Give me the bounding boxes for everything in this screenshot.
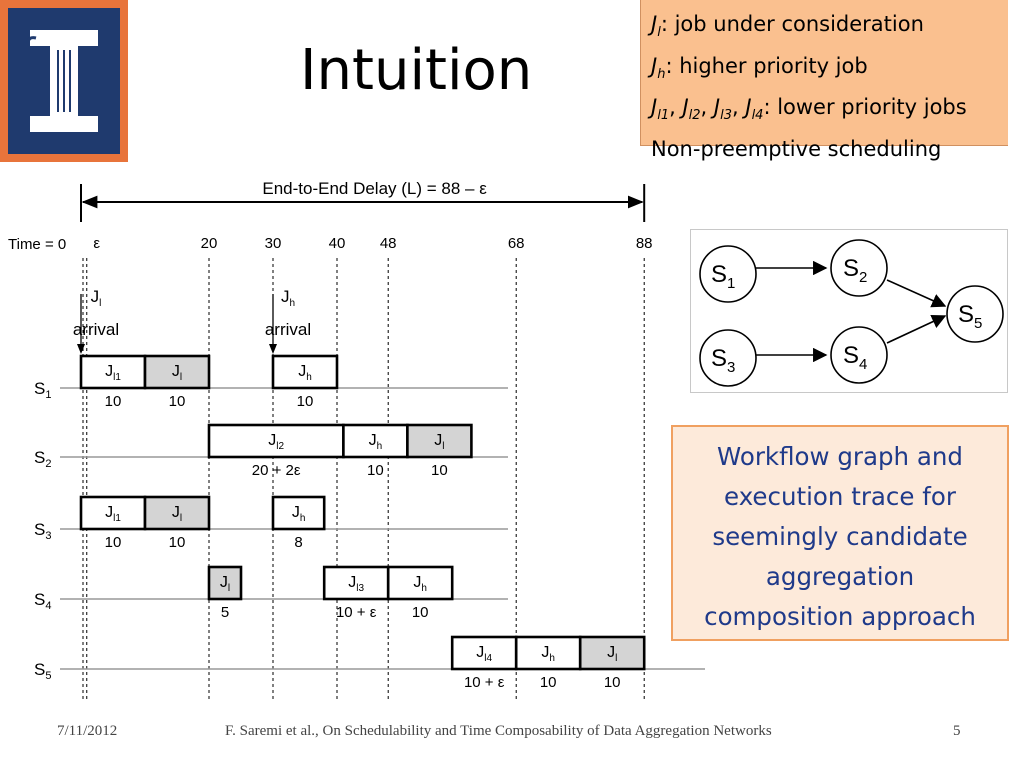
job-box xyxy=(271,495,326,531)
edge-s4-s5 xyxy=(886,314,947,344)
job-label: Jl2 xyxy=(268,432,284,452)
job-label: Jl xyxy=(172,504,182,524)
caption-line: composition approach xyxy=(704,602,976,631)
job-box xyxy=(207,565,243,601)
page-number: 5 xyxy=(953,723,961,739)
job-duration: 20 + 2ε xyxy=(252,462,301,479)
job-label: Jl xyxy=(220,574,230,594)
time-origin-label: Time = 0 xyxy=(8,236,66,253)
node-s1: S1 xyxy=(699,245,757,303)
svg-text:S3: S3 xyxy=(711,345,735,376)
arrival-word: arrival xyxy=(73,320,119,339)
university-logo xyxy=(0,0,128,162)
legend-line-scheduling: Non-preemptive scheduling xyxy=(651,137,942,162)
notation-legend: Jl: job under consideration Jh: higher p… xyxy=(640,0,1008,161)
job-duration: 10 + ε xyxy=(464,674,505,691)
job-duration: 10 xyxy=(169,534,186,551)
workflow-graph: S1 S2 S3 S4 S5 xyxy=(690,229,1008,393)
job-duration: 10 xyxy=(540,674,557,691)
job-label: Jh xyxy=(369,432,383,452)
job-duration: 10 + ε xyxy=(336,604,377,621)
arrival-job-label: Jl xyxy=(91,287,102,309)
job-duration: 10 xyxy=(169,393,186,410)
job-label: Jl xyxy=(434,432,444,452)
job-box xyxy=(79,495,147,531)
row-label: S4 xyxy=(34,590,51,612)
footer-date: 7/11/2012 xyxy=(57,723,118,739)
job-box xyxy=(578,635,646,671)
caption-line: aggregation xyxy=(765,562,915,591)
job-label: Jh xyxy=(413,574,427,594)
tick-label: 40 xyxy=(329,235,346,252)
arrival-job-label: Jh xyxy=(281,287,295,309)
node-s3: S3 xyxy=(699,329,757,387)
job-label: Jl4 xyxy=(476,644,492,664)
job-duration: 8 xyxy=(294,534,302,551)
legend-line-jl: Jl: job under consideration xyxy=(651,12,924,41)
legend-line-jlower: Jl1, Jl2, Jl3, Jl4: lower priority jobs xyxy=(651,95,967,124)
workflow-graph-svg: S1 S2 S3 S4 S5 xyxy=(699,239,1004,387)
column-i-icon xyxy=(26,30,98,132)
arrival-arrowhead xyxy=(77,344,85,354)
arrival-arrowhead xyxy=(269,344,277,354)
job-box xyxy=(386,565,454,601)
job-duration: 5 xyxy=(221,604,229,621)
node-s5: S5 xyxy=(946,285,1004,343)
delay-label: End-to-End Delay (L) = 88 – ε xyxy=(262,179,487,198)
tick-label: 88 xyxy=(636,235,653,252)
job-duration: 10 xyxy=(297,393,314,410)
job-duration: 10 xyxy=(604,674,621,691)
logo-panel xyxy=(8,8,120,154)
caption-line: seemingly candidate xyxy=(712,522,968,551)
caption-line: Workflow graph and xyxy=(717,442,963,471)
job-label: Jl xyxy=(607,644,617,664)
tick-label: ε xyxy=(93,235,100,252)
tick-label: 68 xyxy=(508,235,525,252)
job-box xyxy=(406,423,473,459)
job-label: Jl3 xyxy=(348,574,364,594)
svg-text:S2: S2 xyxy=(843,255,867,286)
job-label: Jh xyxy=(541,644,555,664)
slide-title: Intuition xyxy=(300,38,533,103)
tick-label: 48 xyxy=(380,235,397,252)
job-label: Jl xyxy=(172,363,182,383)
arrival-word: arrival xyxy=(265,320,311,339)
caption-line: execution trace for xyxy=(724,482,956,511)
node-s2: S2 xyxy=(830,239,888,297)
job-box xyxy=(143,495,211,531)
node-s4: S4 xyxy=(830,326,888,384)
svg-text:S5: S5 xyxy=(958,301,982,332)
workflow-caption: Workflow graph and execution trace for s… xyxy=(671,425,1009,641)
tick-label: 30 xyxy=(265,235,282,252)
svg-text:S4: S4 xyxy=(843,342,867,373)
job-duration: 10 xyxy=(105,534,122,551)
job-box xyxy=(514,635,582,671)
job-duration: 10 xyxy=(412,604,429,621)
job-duration: 10 xyxy=(105,393,122,410)
edge-s2-s5 xyxy=(886,279,947,308)
job-label: Jh xyxy=(298,363,312,383)
legend-line-jh: Jh: higher priority job xyxy=(651,53,868,82)
footer-citation: F. Saremi et al., On Schedulability and … xyxy=(225,723,772,739)
row-label: S1 xyxy=(34,379,51,401)
job-box xyxy=(207,423,345,459)
job-label: Jl1 xyxy=(105,504,121,524)
job-label: Jh xyxy=(292,504,306,524)
svg-text:S1: S1 xyxy=(711,261,735,292)
job-box xyxy=(143,354,211,390)
job-box xyxy=(271,354,339,390)
job-duration: 10 xyxy=(431,462,448,479)
row-label: S3 xyxy=(34,520,51,542)
row-label: S5 xyxy=(34,660,51,682)
tick-label: 20 xyxy=(201,235,218,252)
job-duration: 10 xyxy=(367,462,384,479)
job-label: Jl1 xyxy=(105,363,121,383)
row-label: S2 xyxy=(34,448,51,470)
